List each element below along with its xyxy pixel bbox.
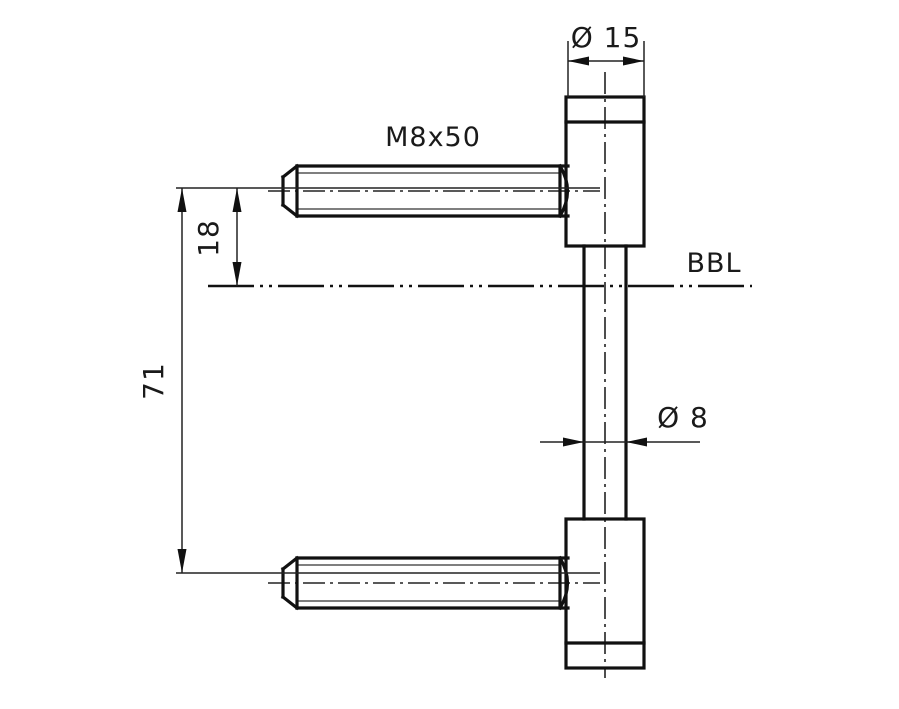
dim71-arrow-bottom (177, 549, 187, 573)
top-bolt-chamfer-upper (280, 163, 300, 180)
top-bolt-end-cap (557, 163, 570, 219)
dim18-arrow-top (232, 188, 242, 212)
bbl-label-group: BBL (686, 248, 741, 279)
diameter-8-dimension: Ø 8 (540, 401, 709, 447)
top-threaded-bolt (280, 163, 570, 219)
bottom-bolt-chamfer-upper (280, 555, 300, 572)
diameter-15-dimension: Ø 15 (567, 21, 645, 97)
dim15-label: Ø 15 (571, 21, 642, 54)
connecting-pin (582, 244, 628, 521)
dim15-arrow-left (568, 56, 589, 66)
dim18-label: 18 (192, 219, 225, 257)
bbl-label: BBL (686, 248, 741, 279)
dim8-arrow-right (626, 437, 647, 447)
dim71-arrow-top (177, 188, 187, 212)
dim15-arrow-right (623, 56, 644, 66)
dimension-18: 18 (176, 187, 600, 286)
dim8-arrow-left (563, 437, 584, 447)
bottom-threaded-bolt (280, 555, 570, 611)
dim18-arrow-bottom (232, 262, 242, 286)
dimension-71: 71 (137, 188, 600, 574)
top-bolt-chamfer-lower (280, 202, 300, 219)
top-barrel-body (564, 95, 646, 248)
bottom-bolt-end-cap (557, 555, 570, 611)
bottom-bolt-chamfer-lower (280, 594, 300, 611)
thread-spec-label: M8x50 (385, 122, 481, 153)
dim8-label: Ø 8 (657, 401, 709, 434)
top-barrel (564, 95, 646, 248)
thread-spec-label-group: M8x50 (385, 122, 481, 153)
dim71-label: 71 (137, 362, 170, 400)
